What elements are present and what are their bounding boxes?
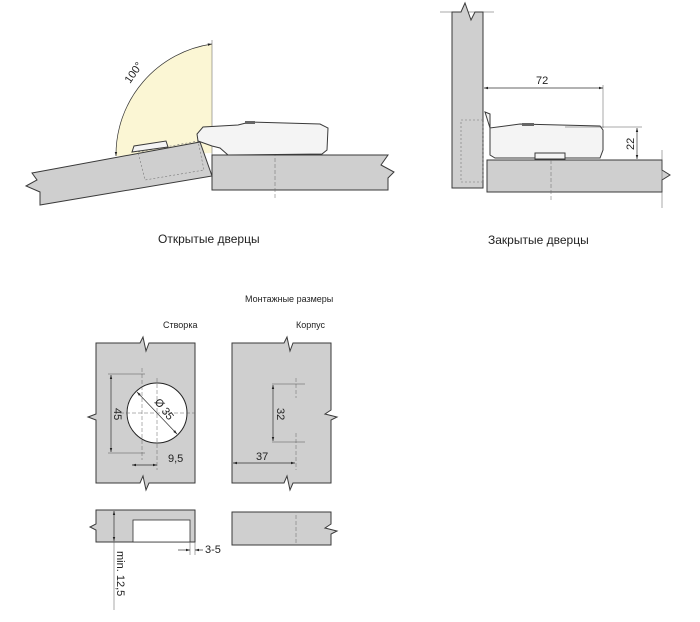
dim-22: 22 (625, 138, 637, 150)
closed-hinge (484, 111, 604, 159)
open-cabinet-panel (211, 154, 395, 191)
dim-45: 45 (111, 408, 123, 420)
mounting-title: Монтажные размеры (245, 294, 333, 304)
dim-9-5: 9,5 (168, 453, 183, 465)
angle-label: 100° (123, 60, 146, 86)
cup-pocket (132, 519, 191, 543)
closed-doors-view: 72 22 Закрытые дверцы (440, 1, 671, 247)
dim-72: 72 (536, 75, 548, 87)
closed-door-panel (451, 1, 484, 189)
cabinet-section-panel (231, 511, 339, 546)
dim-37: 37 (256, 451, 268, 463)
door-label: Створка (163, 320, 197, 330)
open-door-panel (24, 141, 213, 206)
dim-32: 32 (274, 408, 286, 420)
open-hinge (131, 121, 329, 156)
cabinet-front-panel (231, 335, 339, 492)
cabinet-label: Корпус (296, 320, 326, 330)
closed-doors-caption: Закрытые дверцы (488, 233, 589, 247)
mounting-dimensions: Монтажные размеры Створка Корпус 45 Ø 35… (86, 294, 339, 610)
dim-min-12-5: min. 12,5 (114, 551, 126, 596)
dim-3-5: 3-5 (205, 544, 221, 556)
open-doors-view: 100° Открытые дверцы (24, 40, 395, 246)
open-doors-caption: Открытые дверцы (158, 232, 260, 246)
closed-cabinet-panel (486, 159, 671, 193)
